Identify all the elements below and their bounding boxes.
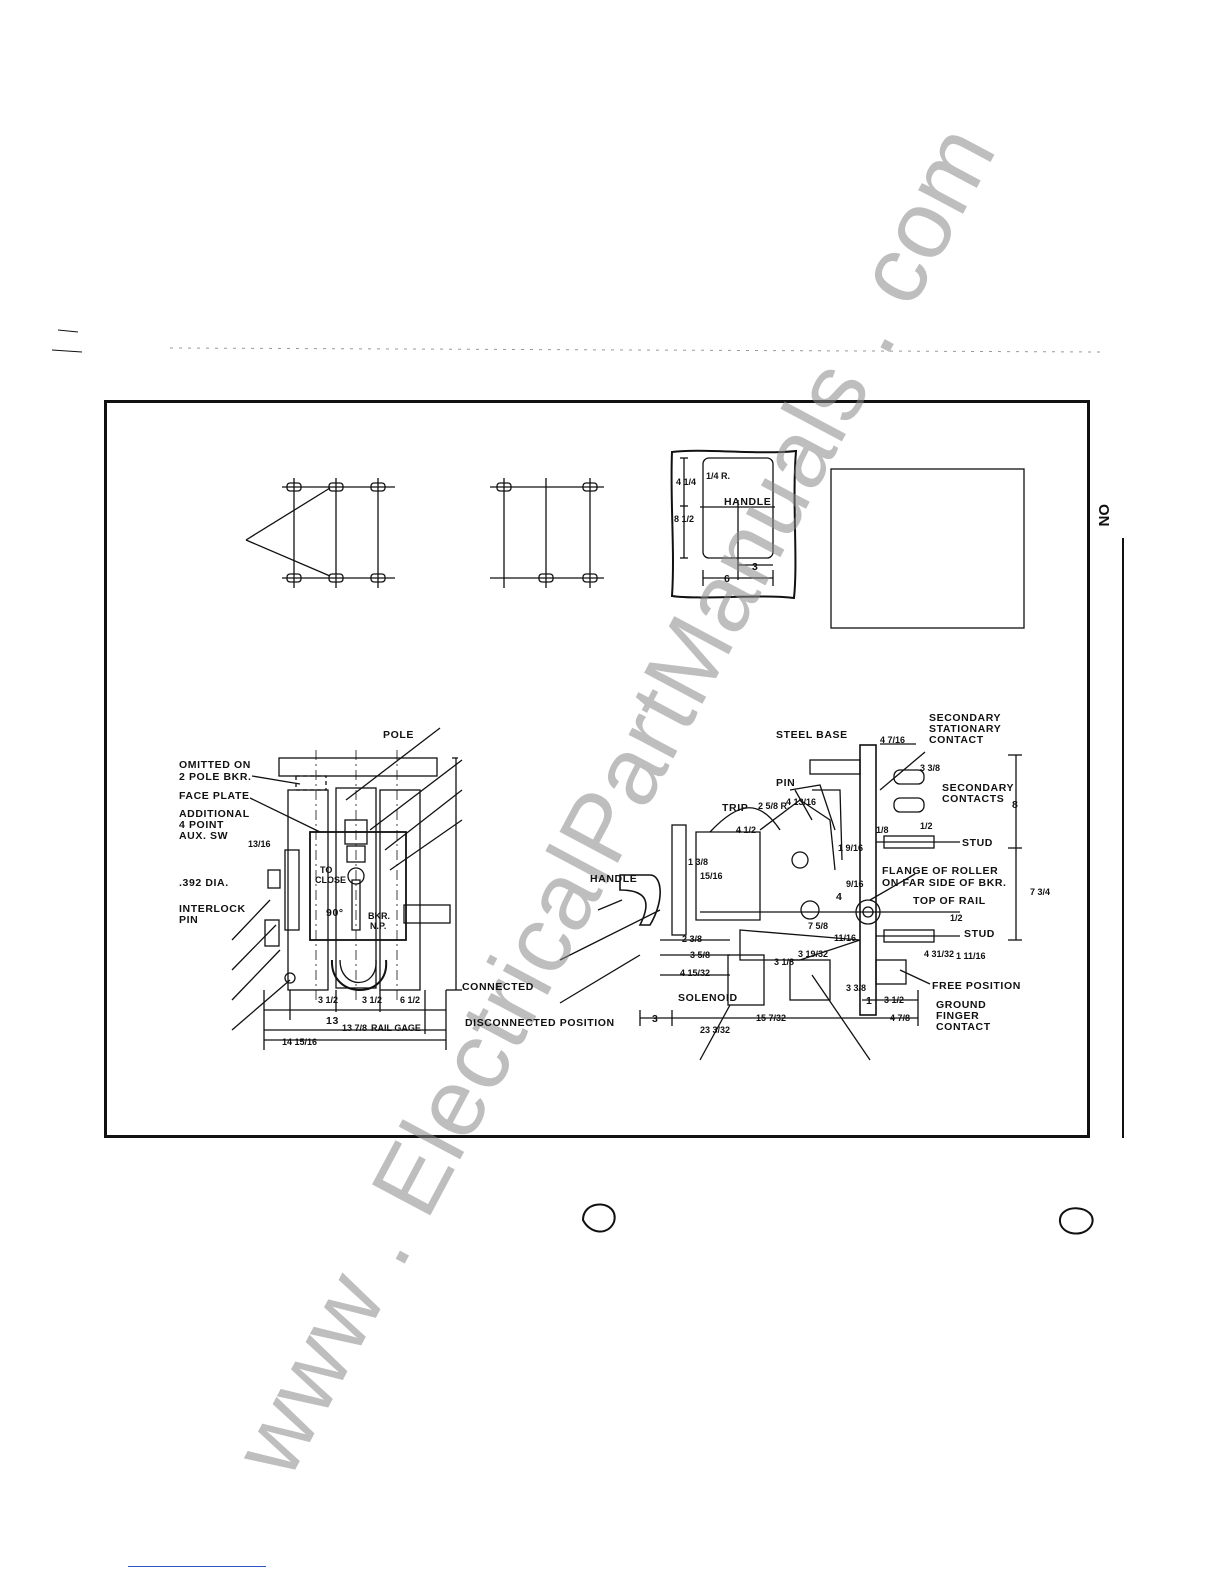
side-dim-4-3132: 4 31/32: [924, 949, 955, 959]
front-two-pole-label: 2 POLE BKR.: [179, 771, 252, 783]
panel-cutout: [670, 449, 798, 600]
schematic-two-pole: [490, 478, 604, 588]
side-dim-8: 8: [1012, 799, 1019, 811]
side-dim-2-38: 2 3/8: [682, 934, 703, 944]
footer-underline: [128, 1566, 266, 1567]
side-flange-label-1: FLANGE OF ROLLER: [882, 865, 999, 877]
front-face-plate-label: FACE PLATE: [179, 790, 250, 802]
front-dim-13: 13: [326, 1015, 339, 1027]
plan-dim-height-top: 4 1/4: [676, 477, 697, 487]
side-dim-3-5: 3 1/2: [884, 995, 905, 1005]
side-dim-15-16: 15/16: [700, 871, 723, 881]
side-dim-1-2a: 1/2: [920, 821, 933, 831]
front-dim-3-5b: 3 1/2: [362, 995, 383, 1005]
front-four-point-label: 4 POINT: [179, 819, 225, 831]
side-dim-3-38b: 3 3/8: [846, 983, 867, 993]
side-dim-7-34: 7 3/4: [1030, 887, 1051, 897]
schematic-three-pole: [245, 478, 395, 588]
side-contact2-label: CONTACT: [936, 1021, 991, 1033]
side-pin-label: PIN: [776, 777, 796, 789]
side-dim-1-2b: 1/2: [950, 913, 963, 923]
side-dim-2-58r: 2 5/8 R.: [758, 801, 790, 811]
side-solenoid-label: SOLENOID: [678, 992, 738, 1004]
front-to-label: TO: [320, 865, 333, 875]
side-dim-3-38: 3 3/8: [920, 763, 941, 773]
side-dim-23-332: 23 3/32: [700, 1025, 731, 1035]
side-contact-label: CONTACT: [929, 734, 984, 746]
side-free-position-label: FREE POSITION: [932, 980, 1021, 992]
front-pole-label: POLE: [383, 729, 414, 741]
side-dim-4-1316: 4 13/16: [786, 797, 817, 807]
side-dim-4-78: 4 7/8: [890, 1013, 911, 1023]
front-dim-6-5: 6 1/2: [400, 995, 421, 1005]
side-steel-base-label: STEEL BASE: [776, 729, 848, 741]
side-flange-label-2: ON FAR SIDE OF BKR.: [882, 877, 1007, 889]
side-dim-4-1532: 4 15/32: [680, 968, 711, 978]
front-np-label: N.P.: [370, 921, 387, 931]
side-trip-label: TRIP: [722, 802, 749, 814]
front-aux-sw-label: AUX. SW: [179, 830, 229, 842]
side-dim-1: 1: [866, 995, 873, 1007]
side-dim-1-1116: 1 11/16: [956, 951, 986, 961]
plan-handle-label: HANDLE: [724, 496, 772, 508]
plan-dim-height-total: 8 1/2: [674, 514, 695, 524]
drawing-frame: [104, 400, 1090, 1138]
side-ground-label: GROUND: [936, 999, 987, 1011]
plan-dim-width-half: 3: [752, 561, 759, 573]
side-dim-3: 3: [652, 1013, 659, 1025]
side-stationary-label: STATIONARY: [929, 723, 1002, 735]
front-close-label: CLOSE: [315, 875, 347, 885]
side-dim-3-1932: 3 19/32: [798, 949, 829, 959]
plan-dim-width: 6: [724, 573, 731, 585]
front-pin-label: PIN: [179, 914, 199, 926]
side-disconnected-label: DISCONNECTED POSITION: [465, 1017, 615, 1029]
side-dim-3-18: 3 1/8: [774, 957, 795, 967]
side-dim-7-58: 7 5/8: [808, 921, 829, 931]
front-bkr-label: BKR.: [368, 911, 390, 921]
side-view-drawing: [559, 743, 1022, 1061]
front-dim-13-78: 13 7/8: [342, 1023, 368, 1033]
front-omitted-on-label: OMITTED ON: [179, 759, 251, 771]
front-dia-label: .392 DIA.: [179, 877, 229, 889]
blank-box: [830, 468, 1025, 629]
front-dim-3-5a: 3 1/2: [318, 995, 339, 1005]
side-dim-4-716: 4 7/16: [880, 735, 906, 745]
side-dim-4: 4: [836, 891, 843, 903]
front-dim-13-16: 13/16: [248, 839, 271, 849]
front-rail-gage-label: RAIL GAGE: [371, 1023, 421, 1033]
side-dim-4-5: 4 1/2: [736, 825, 757, 835]
side-secondary-contacts-1: SECONDARY: [942, 782, 1015, 794]
side-stud-top-label: STUD: [962, 837, 993, 849]
side-handle-label: HANDLE: [590, 873, 638, 885]
plan-dim-radius: 1/4 R.: [706, 471, 731, 481]
front-view-drawing: [231, 727, 463, 1050]
front-connected-label: CONNECTED: [462, 981, 534, 993]
side-dim-1-8: 1/8: [876, 825, 889, 835]
front-angle-label: 90°: [326, 907, 344, 919]
side-secondary-label: SECONDARY: [929, 712, 1002, 724]
side-top-of-rail-label: TOP OF RAIL: [913, 895, 986, 907]
side-stud-bottom-label: STUD: [964, 928, 995, 940]
front-dim-14-1516: 14 15/16: [282, 1037, 318, 1047]
side-label: ON: [1095, 504, 1112, 527]
side-secondary-contacts-2: CONTACTS: [942, 793, 1005, 805]
side-dim-1-38: 1 3/8: [688, 857, 709, 867]
front-additional-label: ADDITIONAL: [179, 808, 250, 820]
side-finger-label: FINGER: [936, 1010, 980, 1022]
side-dim-1-916: 1 9/16: [838, 843, 864, 853]
side-dim-9-16: 9/16: [846, 879, 864, 889]
side-dim-3-58: 3 5/8: [690, 950, 711, 960]
margin-rule: [1122, 538, 1124, 1138]
side-dim-11-16a: 11/16: [834, 933, 857, 943]
front-interlock-label: INTERLOCK: [179, 903, 246, 915]
side-dim-15-732: 15 7/32: [756, 1013, 787, 1023]
